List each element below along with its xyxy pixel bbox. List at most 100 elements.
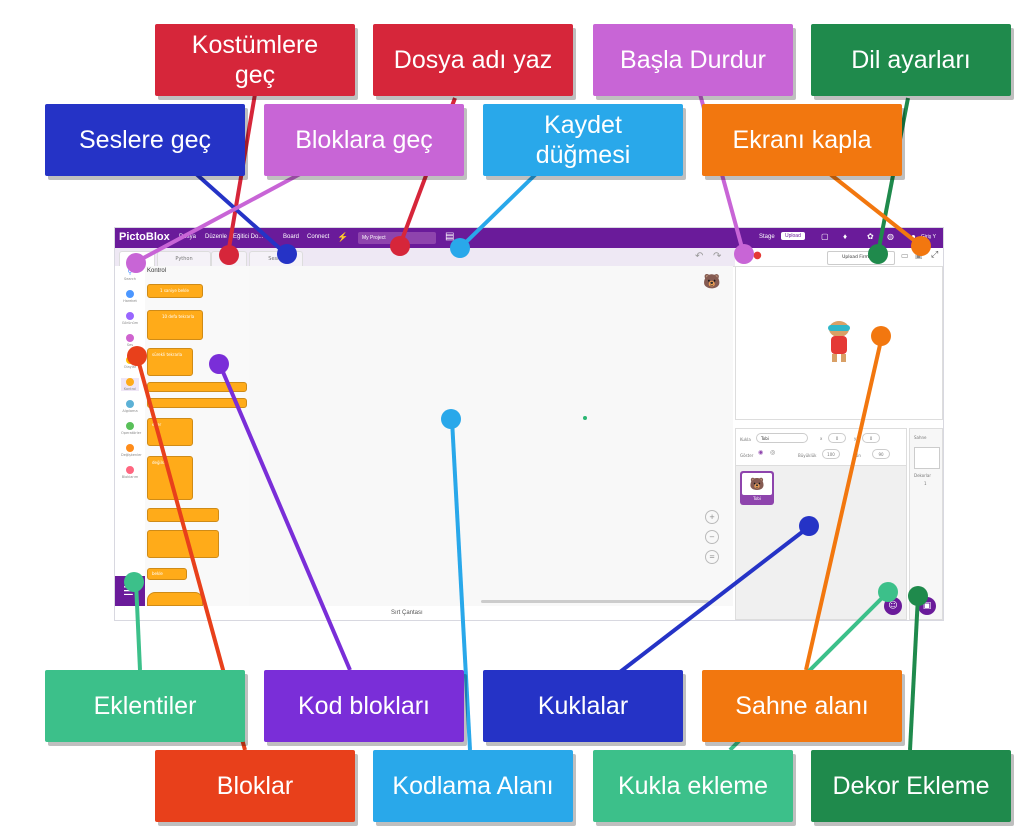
undo-icon[interactable]: ↶ bbox=[695, 251, 704, 262]
fullscreen-icon[interactable]: ⤢ bbox=[931, 250, 939, 260]
sprite-thumbnail[interactable]: 🐻 Tobi bbox=[740, 471, 774, 505]
block-long[interactable] bbox=[147, 398, 247, 408]
coding-area[interactable]: 🐻 + − = bbox=[249, 266, 733, 606]
small-stage-icon[interactable]: ▭ bbox=[901, 251, 909, 260]
callout-kaydet: Kaydet düğmesi bbox=[483, 104, 683, 176]
callout-bloklara: Bloklara geç bbox=[264, 104, 464, 176]
category-search[interactable]: ⚲Search bbox=[121, 268, 139, 281]
callout-sesler: Seslere geç bbox=[45, 104, 245, 176]
menu-connect[interactable]: Connect bbox=[307, 234, 330, 240]
category-label: Search bbox=[123, 277, 137, 281]
callout-sahne: Sahne alanı bbox=[702, 670, 902, 742]
block-palette: Kontrol 1 saniye bekle 10 defa tekrarla … bbox=[145, 266, 250, 606]
dot-sahne bbox=[871, 326, 891, 346]
backpack-label[interactable]: Sırt Çantası bbox=[391, 610, 423, 616]
tobi-sprite[interactable] bbox=[824, 321, 854, 363]
sprite-info: Kukla Tobi x 0 y 0 Göster ◉ ◎ Büyüklük 1… bbox=[736, 429, 906, 466]
category-variables[interactable]: Değişkenler bbox=[121, 444, 142, 457]
category-palette: ⚲Search Hareket Görünüm Ses Olaylar Kont… bbox=[115, 266, 146, 606]
category-operators[interactable]: Operatörler bbox=[121, 422, 141, 435]
category-label: Görünüm bbox=[121, 321, 139, 325]
callout-kod: Kod blokları bbox=[264, 670, 464, 742]
mode-stage-toggle[interactable]: Stage bbox=[759, 234, 775, 240]
picture-add-icon: ▣ bbox=[922, 601, 932, 611]
y-input[interactable]: 0 bbox=[862, 433, 880, 443]
stage-label: Sahne bbox=[914, 435, 927, 440]
category-sensing[interactable]: Algılama bbox=[121, 400, 139, 413]
eye-icon[interactable]: ◉ bbox=[758, 449, 764, 456]
avatar-icon[interactable]: ● bbox=[911, 232, 916, 241]
horizontal-scrollbar[interactable] bbox=[481, 600, 709, 603]
variables-dot-icon bbox=[126, 444, 134, 452]
operators-dot-icon bbox=[126, 422, 134, 430]
palette-title: Kontrol bbox=[147, 268, 167, 274]
category-myblocks[interactable]: Bloklarım bbox=[121, 466, 139, 479]
globe-icon[interactable]: ◍ bbox=[887, 232, 894, 241]
bear-icon: 🐻 bbox=[742, 473, 772, 495]
dot-kostumlere bbox=[219, 245, 239, 265]
callout-dil: Dil ayarları bbox=[811, 24, 1011, 96]
control-dot-icon bbox=[126, 378, 134, 386]
motion-dot-icon bbox=[126, 290, 134, 298]
block-if-else[interactable]: değilse bbox=[147, 456, 193, 500]
redo-icon[interactable]: ↷ bbox=[713, 251, 722, 262]
looks-dot-icon bbox=[126, 312, 134, 320]
upload-firmware-button[interactable]: Upload Firmware bbox=[827, 251, 895, 265]
tab-python[interactable]: Python bbox=[157, 251, 211, 266]
stage-area[interactable] bbox=[735, 266, 943, 420]
category-motion[interactable]: Hareket bbox=[121, 290, 139, 303]
x-input[interactable]: 0 bbox=[828, 433, 846, 443]
dot-kodlama bbox=[441, 409, 461, 429]
editor-tabs: ▦ Python ✎ Sesler ↶ ↷ bbox=[115, 248, 735, 267]
category-sound[interactable]: Ses bbox=[121, 334, 139, 347]
app-logo: PictoBlox bbox=[119, 231, 170, 243]
login-label[interactable]: Giriş Y bbox=[921, 234, 936, 240]
dot-bloklara bbox=[126, 253, 146, 273]
category-label: Bloklarım bbox=[121, 475, 139, 479]
zoom-in-icon[interactable]: + bbox=[705, 510, 719, 524]
block-wait[interactable]: 1 saniye bekle bbox=[147, 284, 203, 298]
menu-file[interactable]: Dosya bbox=[179, 234, 197, 240]
dot-basla bbox=[734, 244, 754, 264]
stop-icon[interactable]: ● bbox=[753, 250, 762, 261]
category-looks[interactable]: Görünüm bbox=[121, 312, 139, 325]
menu-tutorials[interactable]: Eğitici Do... bbox=[233, 234, 264, 240]
cat-add-icon: ☺ bbox=[888, 601, 898, 611]
connect-plug-icon[interactable]: ⚡ bbox=[337, 232, 349, 242]
category-control[interactable]: Kontrol bbox=[121, 378, 139, 391]
zoom-reset-icon[interactable]: = bbox=[705, 550, 719, 564]
line-kaydet bbox=[458, 170, 540, 250]
block-repeat-until[interactable] bbox=[147, 530, 219, 558]
dot-kaydet bbox=[450, 238, 470, 258]
myblocks-dot-icon bbox=[126, 466, 134, 474]
callout-kostumlere: Kostümlere geç bbox=[155, 24, 355, 96]
size-input[interactable]: 100 bbox=[822, 449, 840, 459]
menu-edit[interactable]: Düzenle bbox=[205, 234, 228, 240]
category-label: Kontrol bbox=[123, 387, 137, 391]
callout-dekor: Dekor Ekleme bbox=[811, 750, 1011, 822]
eye-closed-icon[interactable]: ◎ bbox=[770, 449, 776, 456]
direction-input[interactable]: 90 bbox=[872, 449, 890, 459]
save-icon[interactable]: ▤ bbox=[445, 231, 455, 242]
category-label: Değişkenler bbox=[121, 453, 142, 457]
block-forever[interactable]: sürekli tekrarla bbox=[147, 348, 193, 376]
block-stop[interactable]: bekle bbox=[147, 568, 187, 580]
sprite-name-input[interactable]: Tobi bbox=[756, 433, 808, 443]
stage-thumbnail[interactable] bbox=[914, 447, 940, 469]
category-label: Ses bbox=[126, 343, 134, 347]
python-tab-label: Python bbox=[175, 256, 193, 262]
dot-sesler bbox=[277, 244, 297, 264]
badge-icon[interactable]: ♦ bbox=[843, 232, 848, 241]
line-ekran bbox=[828, 172, 922, 247]
block-repeat[interactable]: 10 defa tekrarla bbox=[147, 310, 203, 340]
sprite-preview-icon: 🐻 bbox=[703, 274, 721, 290]
sensing-dot-icon bbox=[126, 400, 134, 408]
mode-upload-toggle[interactable]: Upload bbox=[781, 232, 805, 240]
callout-basla: Başla Durdur bbox=[593, 24, 793, 96]
chat-icon[interactable]: ▢ bbox=[821, 232, 829, 241]
direction-label: Yön bbox=[854, 453, 861, 458]
settings-icon[interactable]: ✿ bbox=[867, 232, 874, 241]
callout-ekran: Ekranı kapla bbox=[702, 104, 902, 176]
menu-board[interactable]: Board bbox=[283, 234, 300, 240]
zoom-out-icon[interactable]: − bbox=[705, 530, 719, 544]
